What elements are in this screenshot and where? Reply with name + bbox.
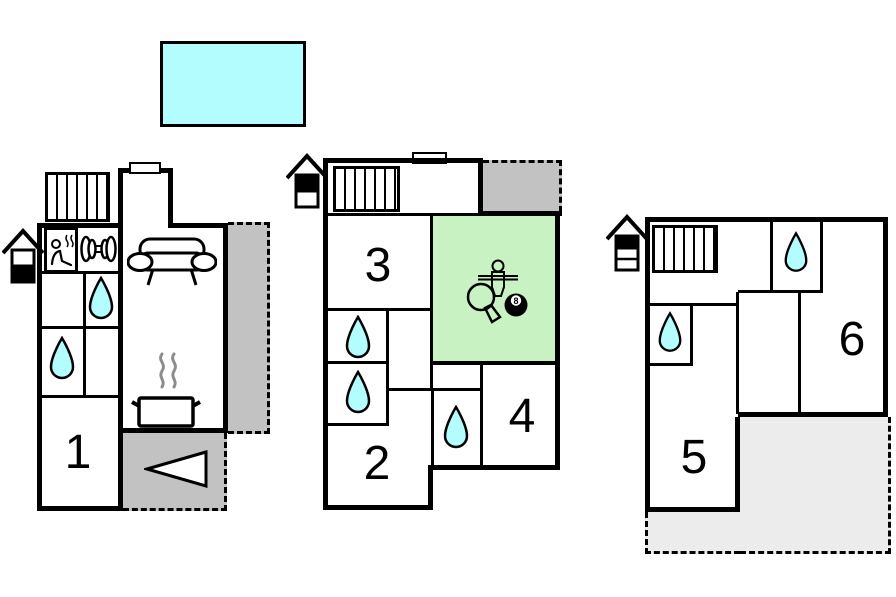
wall (820, 222, 823, 292)
water-drop-icon (345, 370, 371, 414)
wall (386, 311, 389, 425)
wall (42, 271, 118, 274)
wall (645, 217, 888, 222)
wall (555, 211, 560, 470)
room-number: 4 (508, 390, 536, 443)
wall (645, 217, 650, 512)
wall (37, 223, 123, 228)
water-drop-icon (443, 405, 469, 449)
room-number: 6 (838, 313, 866, 366)
wall (386, 388, 483, 391)
fitness-dumbbell-icon (80, 235, 117, 263)
window (129, 162, 161, 174)
foosball-player-icon (478, 259, 518, 297)
wall (798, 292, 801, 414)
room-number: 2 (363, 437, 391, 490)
wall (42, 395, 118, 398)
wall (118, 223, 123, 511)
wall (430, 361, 558, 365)
room-number: 3 (364, 239, 392, 292)
swimming-pool (160, 41, 306, 127)
house-floor-icon (606, 214, 648, 272)
water-drop-icon (784, 231, 808, 272)
sauna-room (44, 227, 78, 273)
wall (323, 158, 483, 163)
radiator-icon (333, 166, 400, 212)
water-drop-icon (88, 276, 114, 320)
terrace (483, 160, 562, 212)
wall (650, 303, 738, 306)
wall (738, 290, 823, 293)
game-room-icons: 8 (466, 259, 528, 324)
wall (738, 412, 888, 417)
room-number: 5 (680, 431, 708, 484)
table-tennis-paddle-icon (466, 282, 502, 324)
wall (428, 470, 433, 510)
wall (770, 222, 773, 292)
wall (118, 428, 228, 433)
wall (83, 272, 86, 398)
sauna-icon (50, 234, 74, 267)
wall (480, 364, 483, 470)
eight-ball-icon: 8 (504, 293, 528, 317)
terrace (228, 222, 270, 434)
stairs-arrow-icon (144, 450, 208, 488)
water-drop-icon (49, 336, 75, 380)
wall (736, 292, 739, 414)
water-drop-icon (345, 315, 371, 359)
wall (430, 213, 433, 390)
wall (37, 506, 123, 511)
radiator-icon (652, 225, 718, 273)
kitchen-stove-icon (131, 352, 201, 428)
wall (37, 223, 42, 511)
radiator-icon (45, 172, 110, 222)
wall (42, 326, 118, 329)
water-drop-icon (658, 311, 682, 352)
wall (690, 306, 693, 366)
terrace (645, 512, 740, 554)
room-number: 1 (64, 426, 92, 479)
wall (735, 417, 740, 512)
wall (883, 217, 888, 417)
wall (645, 507, 740, 512)
wall (223, 223, 228, 433)
wall (168, 223, 228, 228)
wall (650, 363, 693, 366)
eight-ball-number: 8 (513, 296, 518, 306)
wall (328, 308, 433, 311)
house-floor-icon (2, 228, 44, 284)
wall (323, 505, 433, 510)
wall (323, 158, 328, 510)
wall (478, 158, 483, 216)
wall (328, 423, 389, 426)
house-floor-icon (286, 153, 328, 209)
wall (328, 361, 389, 364)
terrace (740, 417, 891, 554)
wall (431, 390, 434, 470)
wall (428, 465, 560, 470)
sofa-icon (127, 237, 217, 286)
wall (328, 213, 558, 216)
